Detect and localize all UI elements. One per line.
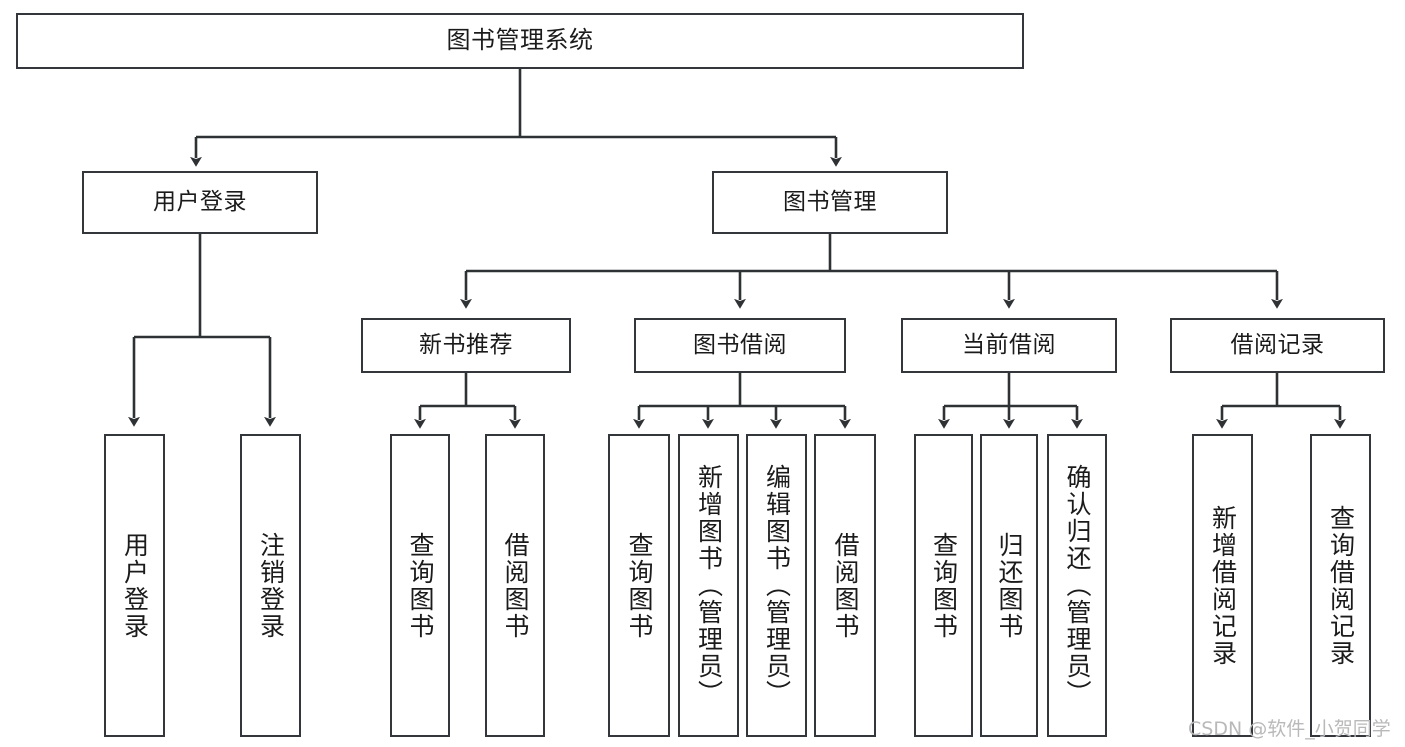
leaf-logout[interactable]: 注销登录	[240, 434, 301, 737]
leaf-borrow-book-recommend[interactable]: 借阅图书	[485, 434, 545, 737]
node-label: 用户登录	[153, 189, 247, 216]
leaf-query-book-recommend[interactable]: 查询图书	[390, 434, 450, 737]
csdn-watermark: CSDN @软件_小贺同学	[1188, 718, 1391, 740]
leaf-query-book-borrow[interactable]: 查询图书	[608, 434, 670, 737]
node-label: 当前借阅	[962, 332, 1056, 359]
node-label: 图书管理系统	[446, 26, 594, 55]
node-label: 用户登录	[120, 531, 150, 640]
node-label: 查询图书	[929, 531, 959, 640]
leaf-add-borrow-record[interactable]: 新增借阅记录	[1192, 434, 1253, 737]
node-label: 查询图书	[625, 531, 654, 640]
leaf-query-book-current[interactable]: 查询图书	[914, 434, 973, 737]
node-label: 新书推荐	[419, 332, 513, 359]
node-label: 图书借阅	[693, 332, 787, 359]
node-label: 注销登录	[256, 531, 286, 640]
leaf-user-login[interactable]: 用户登录	[104, 434, 165, 737]
leaf-confirm-return-admin[interactable]: 确认归还（管理员）	[1047, 434, 1107, 737]
node-book-borrow[interactable]: 图书借阅	[634, 318, 846, 373]
node-label: 图书管理	[783, 189, 877, 216]
node-borrow-record[interactable]: 借阅记录	[1170, 318, 1385, 373]
node-label: 新增借阅记录	[1208, 504, 1238, 667]
node-current-borrow[interactable]: 当前借阅	[901, 318, 1117, 373]
node-label: 查询图书	[406, 531, 435, 640]
node-label: 借阅记录	[1230, 332, 1325, 359]
node-new-book-recommend[interactable]: 新书推荐	[361, 318, 571, 373]
leaf-query-borrow-record[interactable]: 查询借阅记录	[1310, 434, 1371, 737]
node-label: 归还图书	[995, 531, 1024, 640]
node-label: 新增图书（管理员）	[694, 464, 724, 707]
leaf-add-book-admin[interactable]: 新增图书（管理员）	[678, 434, 739, 737]
node-root-system[interactable]: 图书管理系统	[16, 13, 1024, 69]
node-label: 编辑图书（管理员）	[762, 464, 792, 707]
leaf-borrow-book[interactable]: 借阅图书	[814, 434, 876, 737]
node-label: 查询借阅记录	[1326, 504, 1356, 667]
node-label: 确认归还（管理员）	[1063, 464, 1092, 707]
node-book-management[interactable]: 图书管理	[712, 171, 948, 234]
node-label: 借阅图书	[501, 531, 530, 640]
leaf-edit-book-admin[interactable]: 编辑图书（管理员）	[746, 434, 807, 737]
leaf-return-book[interactable]: 归还图书	[980, 434, 1038, 737]
node-user-login[interactable]: 用户登录	[82, 171, 318, 234]
node-label: 借阅图书	[831, 531, 860, 640]
